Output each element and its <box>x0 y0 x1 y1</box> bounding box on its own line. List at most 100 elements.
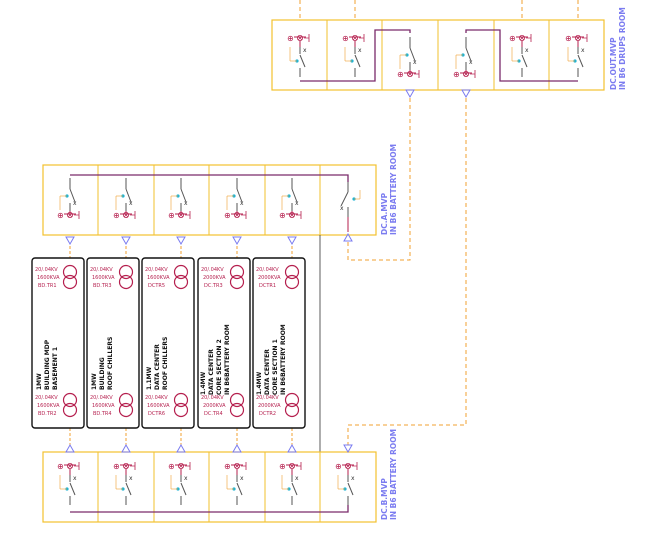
dc-out-arrow-b <box>461 89 471 98</box>
transformer-group-3: 20/.04KV 1600KVA DCTR5 1.1MW DATA CENTER… <box>141 257 195 429</box>
transformer-box <box>252 257 306 429</box>
dc-b-breaker-3 <box>167 461 191 506</box>
transformer-top-icon <box>62 264 78 290</box>
dc-b-arrow-5 <box>287 444 297 453</box>
dc-out-busbar <box>300 29 411 82</box>
transformer-bottom-tag: DCTR2 <box>259 411 276 417</box>
transformer-bottom-icon <box>173 392 189 418</box>
transformer-bottom-icon <box>62 392 78 418</box>
dc-a-breaker-2 <box>112 177 136 221</box>
transformer-bottom-tag: DC.TR4 <box>204 411 223 417</box>
dc-a-board: DC.A.MVP IN B6 BATTERY ROOM <box>42 144 398 245</box>
transformer-top-rating: 20/.04KV <box>35 267 58 273</box>
dc-a-incomer-switch <box>339 181 361 218</box>
dc-a-breaker-4 <box>223 177 247 221</box>
transformer-bottom-rating: 20/.04KV <box>145 395 168 401</box>
dc-a-breaker-1 <box>56 177 80 221</box>
dc-a-title: DC.A.MVP <box>380 192 389 235</box>
transformer-bottom-kva: 1600KVA <box>92 403 115 409</box>
transformer-box <box>197 257 251 429</box>
dc-b-breaker-4 <box>223 461 247 506</box>
transformer-desc-line-2: DATA CENTER <box>154 344 161 390</box>
transformer-desc-line-4: IN B6BATTERY ROOM <box>224 324 231 395</box>
transformer-bottom-icon <box>284 392 300 418</box>
dc-out-room: IN B6 DRUPS ROOM <box>618 7 627 90</box>
transformer-bottom-kva: 1600KVA <box>37 403 60 409</box>
transformer-desc-line-2: DATA CENTER <box>208 349 215 395</box>
transformer-desc-line-3: ROOF CHILLERS <box>107 337 114 390</box>
transformer-box <box>141 257 195 429</box>
transformer-desc-line-3: CORE SECTION 1 <box>272 339 279 395</box>
dc-b-arrow-1 <box>65 444 75 453</box>
link-out-to-a <box>347 98 411 261</box>
transformer-desc-line-2: BUILDING MDP <box>44 339 51 390</box>
transformer-group-5: 20/.04KV 2000KVA DCTR1 1.4MW DATA CENTER… <box>252 257 306 429</box>
transformer-top-kva: 2000KVA <box>258 275 281 281</box>
transformer-desc-line-3: CORE SECTION 2 <box>216 339 223 395</box>
transformer-bottom-kva: 1600KVA <box>147 403 170 409</box>
transformer-bottom-kva: 2000KVA <box>203 403 226 409</box>
transformer-top-tag: BD.TR3 <box>93 283 112 289</box>
transformer-desc-line-3: ROOF CHILLERS <box>162 337 169 390</box>
dc-a-room: IN B6 BATTERY ROOM <box>389 144 398 235</box>
transformer-desc-line-3: BASEMENT 1 <box>52 347 59 390</box>
dc-a-arrow-1 <box>65 236 75 245</box>
dc-b-breaker-2 <box>112 461 136 506</box>
transformer-bottom-kva: 2000KVA <box>258 403 281 409</box>
transformer-top-icon <box>173 264 189 290</box>
transformer-bottom-icon <box>118 392 134 418</box>
transformer-group-4: 20/.04KV 2000KVA DC.TR3 1.4MW DATA CENTE… <box>197 257 251 429</box>
transformer-top-tag: DCTR1 <box>259 283 276 289</box>
transformer-group-2: 20/.04KV 1600KVA BD.TR3 1MW BUILDING ROO… <box>86 257 140 429</box>
transformer-bottom-tag: BD.TR4 <box>93 411 112 417</box>
dc-a-arrow-2 <box>121 236 131 245</box>
transformer-box <box>86 257 140 429</box>
transformer-desc-line-4: IN B6BATTERY ROOM <box>280 324 287 395</box>
transformer-group-1: 20/.04KV 1600KVA BD.TR1 1MW BUILDING MDP… <box>31 257 85 429</box>
transformer-desc-line-1: 1.4MW <box>200 371 207 395</box>
transformer-bottom-rating: 20/.04KV <box>256 395 279 401</box>
transformer-top-rating: 20/.04KV <box>145 267 168 273</box>
dc-a-breaker-5 <box>278 177 302 221</box>
transformer-top-rating: 20/.04KV <box>256 267 279 273</box>
dc-b-breaker-1 <box>56 461 80 506</box>
transformer-desc-line-1: 1.4MW <box>256 371 263 395</box>
transformer-top-kva: 1600KVA <box>92 275 115 281</box>
transformer-desc-line-1: 1MW <box>91 373 98 390</box>
transformer-top-tag: DC.TR3 <box>204 283 223 289</box>
transformer-top-kva: 1600KVA <box>37 275 60 281</box>
dc-a-arrow-4 <box>232 236 242 245</box>
dc-b-incomer-arrow <box>343 444 353 453</box>
dc-b-board: DC.B.MVP IN B6 BATTERY ROOM <box>42 429 398 523</box>
dc-a-busbar <box>70 174 349 182</box>
dc-a-breaker-3 <box>167 177 191 221</box>
transformer-bottom-rating: 20/.04KV <box>35 395 58 401</box>
dc-b-arrow-4 <box>232 444 242 453</box>
dc-out-title: DC.OUT.MVP <box>609 37 618 90</box>
transformer-desc-line-2: BUILDING <box>99 357 106 390</box>
transformer-desc-line-1: 1MW <box>36 373 43 390</box>
dc-b-room: IN B6 BATTERY ROOM <box>389 429 398 520</box>
link-out-to-b <box>347 98 467 445</box>
dc-b-arrow-2 <box>121 444 131 453</box>
transformer-bottom-icon <box>229 392 245 418</box>
dc-out-breaker-4 <box>452 36 476 80</box>
transformer-bottom-rating: 20/.04KV <box>90 395 113 401</box>
dc-out-breaker-2 <box>341 33 365 78</box>
transformer-bottom-tag: DCTR6 <box>148 411 165 417</box>
transformer-top-rating: 20/.04KV <box>90 267 113 273</box>
dc-out-arrow-a <box>405 89 415 98</box>
dc-out-breaker-5 <box>508 33 532 78</box>
transformer-bottom-rating: 20/.04KV <box>201 395 224 401</box>
transformer-top-icon <box>118 264 134 290</box>
dc-b-title: DC.B.MVP <box>380 478 389 520</box>
transformer-box <box>31 257 85 429</box>
transformer-top-tag: BD.TR1 <box>38 283 57 289</box>
transformer-desc-line-2: DATA CENTER <box>264 349 271 395</box>
transformer-top-tag: DCTR5 <box>148 283 165 289</box>
dc-b-breaker-5 <box>278 461 302 506</box>
transformer-bottom-tag: BD.TR2 <box>38 411 57 417</box>
transformer-desc-line-1: 1.1MW <box>146 366 153 390</box>
dc-b-arrow-3 <box>176 444 186 453</box>
